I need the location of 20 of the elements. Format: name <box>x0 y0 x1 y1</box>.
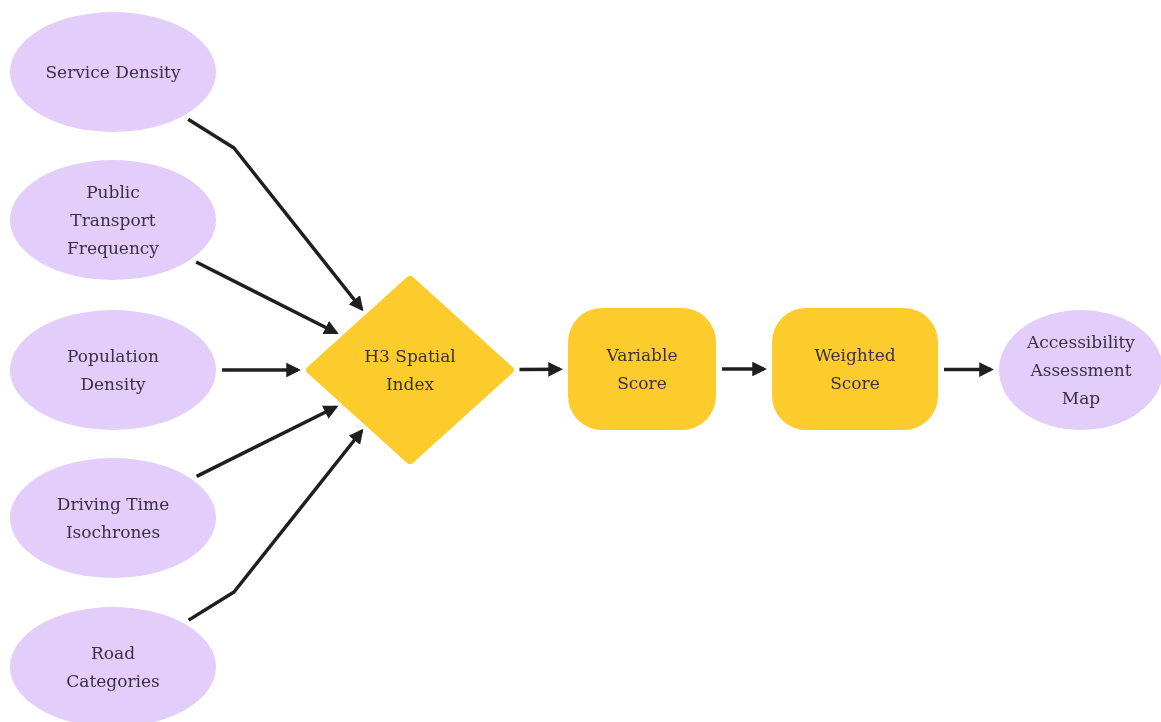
node-label: Variable Score <box>605 344 679 395</box>
arrow <box>187 117 364 312</box>
node-label: Public Transport Frequency <box>66 181 160 260</box>
node-label: Population Density <box>66 345 160 396</box>
arrow <box>519 362 563 377</box>
node-label: Driving Time Isochrones <box>55 493 171 544</box>
arrow <box>195 405 339 478</box>
arrow <box>722 361 767 377</box>
node-label: Weighted Score <box>813 344 897 395</box>
node-label: H3 Spatial Index <box>363 345 457 396</box>
node-label: Road Categories <box>65 642 161 693</box>
arrow <box>222 362 301 378</box>
arrow <box>944 362 994 377</box>
decision-diamond <box>306 276 514 464</box>
node-label: Accessibility Assessment Map <box>1026 331 1136 410</box>
arrow <box>195 260 339 335</box>
arrow <box>187 428 364 622</box>
node-label: Service Density <box>45 61 181 84</box>
rounded-box <box>568 308 716 430</box>
rounded-box <box>772 308 938 430</box>
